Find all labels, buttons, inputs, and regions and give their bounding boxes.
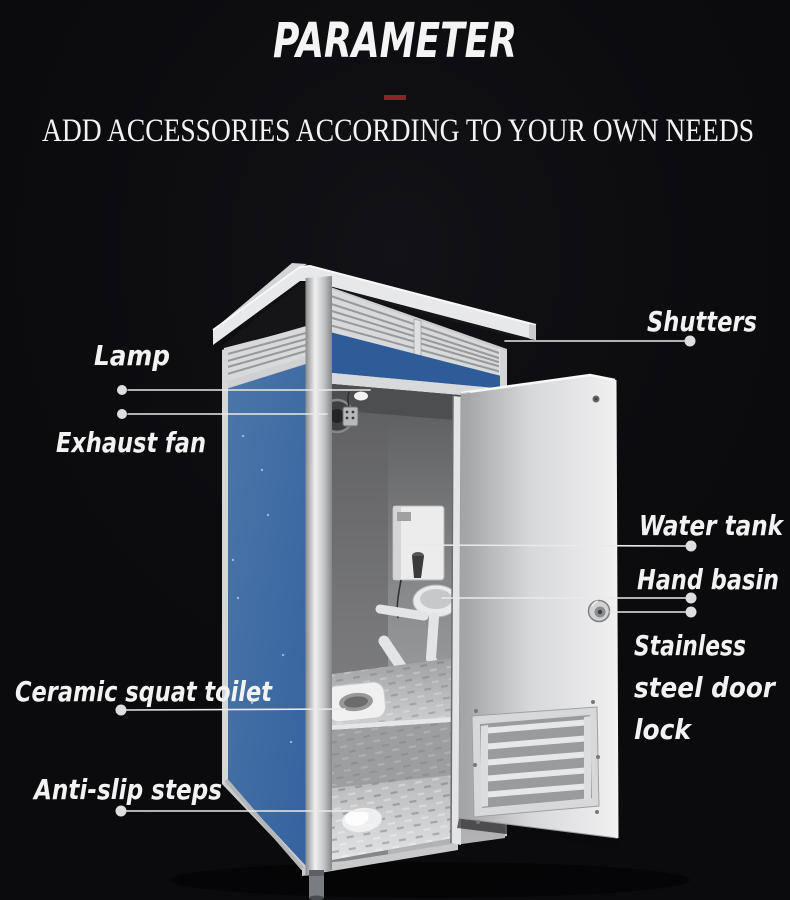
callout-lamp: Lamp bbox=[94, 339, 371, 395]
door-top-edge bbox=[460, 373, 616, 395]
callout-label-lamp: Lamp bbox=[94, 339, 170, 372]
panel-specks bbox=[231, 434, 293, 744]
door-lock-knob bbox=[587, 599, 611, 623]
ceramic-squat-pan bbox=[325, 681, 387, 723]
callout-dot bbox=[115, 805, 127, 817]
callout-label-door-lock-line2: steel door bbox=[634, 671, 777, 704]
support-leg bbox=[309, 870, 324, 900]
left-blue-panel-sheen bbox=[226, 364, 306, 866]
callout-squat-toilet: Ceramic squat toilet bbox=[15, 675, 346, 716]
roof-shadow-line bbox=[309, 281, 534, 343]
fan-wire bbox=[347, 391, 350, 408]
door-bottom-shadow bbox=[457, 818, 619, 848]
callout-water-tank: Water tank bbox=[404, 509, 785, 552]
callout-label-squat-toilet: Ceramic squat toilet bbox=[15, 675, 273, 708]
roof-underside-shadow bbox=[222, 282, 306, 350]
open-door bbox=[450, 373, 619, 848]
water-tank-unit bbox=[392, 505, 445, 619]
callout-dot bbox=[684, 335, 696, 347]
door-jamb-seam bbox=[450, 395, 454, 844]
front-shutter-slats bbox=[321, 292, 506, 374]
left-wall-bottom-rail bbox=[224, 778, 305, 871]
left-wall-edge-strip bbox=[222, 348, 228, 784]
callouts: Lamp Exhaust fan Shutters Water tank Han… bbox=[15, 305, 785, 817]
roof-edge-highlight bbox=[212, 264, 537, 331]
ceiling-lamp bbox=[354, 391, 368, 401]
door-emblem bbox=[592, 395, 600, 403]
callout-label-door-lock-line1: Stainless bbox=[634, 629, 746, 662]
title-accent-dash bbox=[384, 95, 406, 100]
page-title: PARAMETER bbox=[273, 13, 517, 69]
callout-dot bbox=[685, 606, 697, 618]
platform-front-texture bbox=[332, 722, 453, 788]
door-vent-slats bbox=[481, 719, 591, 798]
front-sill bbox=[302, 843, 458, 876]
callout-dot bbox=[115, 704, 127, 716]
front-right-corner-strip bbox=[500, 349, 507, 390]
callout-dot bbox=[685, 592, 697, 604]
callout-exhaust-fan: Exhaust fan bbox=[56, 409, 328, 459]
callout-shutters: Shutters bbox=[504, 305, 757, 347]
callout-dot bbox=[117, 409, 127, 419]
vent-screws bbox=[473, 700, 600, 824]
vent-left-rail bbox=[481, 725, 488, 807]
door-free-edge bbox=[613, 379, 619, 839]
platform-edge-strip bbox=[332, 717, 453, 730]
fan-switch-box bbox=[342, 406, 359, 427]
tank-label bbox=[397, 512, 411, 521]
front-shutter-divider bbox=[413, 318, 422, 361]
left-shutter-slats bbox=[223, 332, 307, 376]
paper-roll bbox=[342, 807, 382, 833]
left-wall-top-rail bbox=[224, 357, 306, 389]
roof bbox=[212, 263, 537, 350]
page-subtitle: ADD ACCESSORIES ACCORDING TO YOUR OWN NE… bbox=[42, 113, 754, 149]
vent-right-rail bbox=[584, 716, 591, 800]
toilet-cabin-illustration bbox=[170, 263, 690, 900]
door-vent bbox=[471, 700, 600, 824]
callout-label-door-lock-line3: lock bbox=[634, 713, 693, 746]
anti-slip-step-texture bbox=[332, 775, 453, 860]
flush-valve bbox=[412, 556, 424, 578]
ground-shadow bbox=[170, 862, 690, 898]
door-header-rail bbox=[322, 372, 505, 399]
roof-end-cap bbox=[529, 324, 536, 340]
front-blue-transom bbox=[322, 330, 505, 389]
callout-hand-basin: Hand basin bbox=[441, 563, 779, 604]
callout-label-water-tank: Water tank bbox=[639, 509, 785, 542]
hand-basin-unit bbox=[412, 584, 460, 618]
callout-line bbox=[126, 708, 346, 711]
callout-label-shutters: Shutters bbox=[647, 305, 757, 338]
left-wall bbox=[222, 326, 307, 872]
callout-label-exhaust-fan: Exhaust fan bbox=[56, 426, 206, 459]
callout-line bbox=[404, 544, 686, 547]
callout-anti-slip-steps: Anti-slip steps bbox=[32, 773, 373, 817]
callout-dot bbox=[685, 540, 697, 552]
callout-door-lock: Stainless steel door lock bbox=[609, 606, 777, 746]
door-hinge-shade bbox=[459, 392, 470, 820]
corner-post bbox=[305, 276, 332, 900]
callout-label-hand-basin: Hand basin bbox=[637, 563, 779, 596]
callout-label-anti-slip-steps: Anti-slip steps bbox=[32, 773, 222, 806]
callout-dot bbox=[117, 385, 127, 395]
